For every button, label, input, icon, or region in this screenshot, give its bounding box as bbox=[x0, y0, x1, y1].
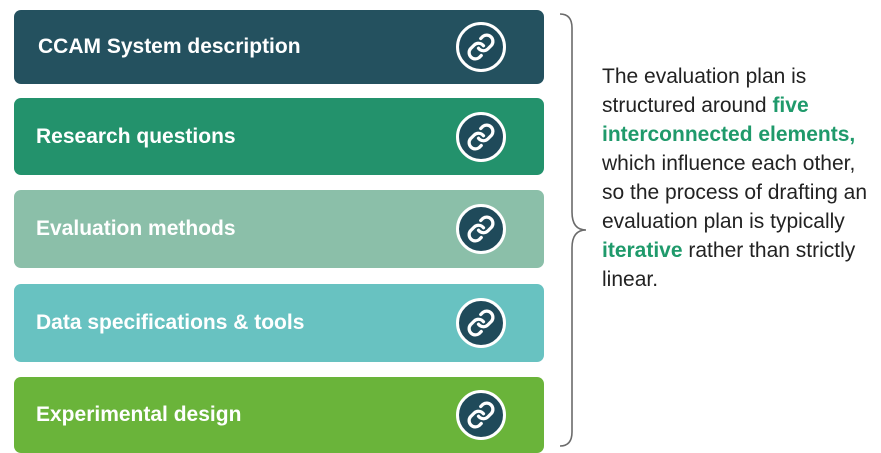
description-part1: The evaluation plan is structured around bbox=[602, 65, 807, 117]
element-label: Research questions bbox=[36, 124, 236, 148]
element-label: Evaluation methods bbox=[36, 217, 236, 240]
element-bar-data-specifications-tools: Data specifications & tools bbox=[14, 284, 544, 362]
link-icon[interactable] bbox=[456, 204, 506, 254]
link-icon[interactable] bbox=[456, 22, 506, 72]
element-bar-research-questions: Research questions bbox=[14, 98, 544, 175]
description-text: The evaluation plan is structured around… bbox=[602, 62, 877, 294]
element-label: Data specifications & tools bbox=[36, 311, 305, 334]
element-label: Experimental design bbox=[36, 403, 242, 426]
element-bar-ccam-system-description: CCAM System description bbox=[14, 10, 544, 84]
description-part3: rather than strictly linear. bbox=[602, 239, 856, 291]
description-highlight-iterative: iterative bbox=[602, 239, 683, 262]
element-label: CCAM System description bbox=[38, 35, 301, 58]
link-icon[interactable] bbox=[456, 298, 506, 348]
description-highlight-five-elements: five interconnected elements, bbox=[602, 94, 856, 146]
link-icon[interactable] bbox=[456, 111, 506, 162]
element-bar-experimental-design: Experimental design bbox=[14, 377, 544, 453]
link-icon[interactable] bbox=[456, 390, 506, 440]
curly-brace bbox=[559, 13, 587, 447]
description-part2: which influence each other, so the proce… bbox=[602, 152, 867, 233]
element-bar-evaluation-methods: Evaluation methods bbox=[14, 190, 544, 268]
